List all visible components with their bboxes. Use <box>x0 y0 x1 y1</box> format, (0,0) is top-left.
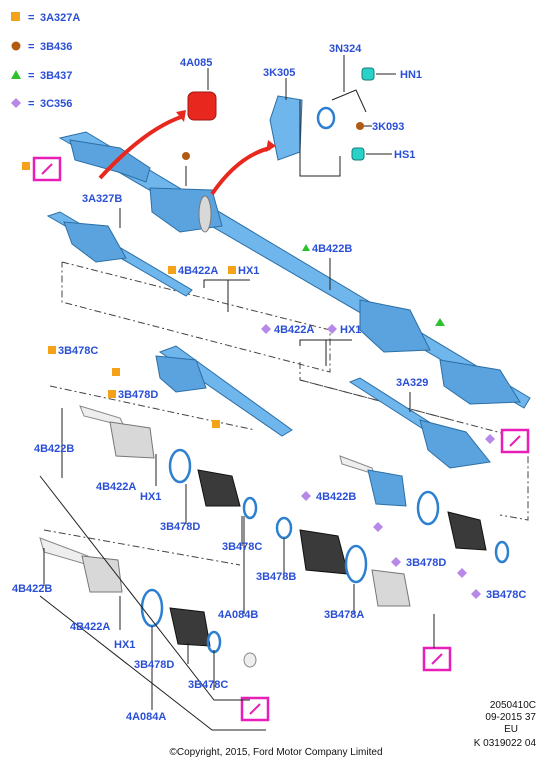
inner-joint-housing <box>439 359 521 405</box>
label-hs1: HS1 <box>394 149 415 161</box>
row-1-parts <box>79 405 411 607</box>
lh-outer-boot <box>63 221 127 263</box>
legend-diamond-sep: = <box>28 98 34 110</box>
intermediate-shaft <box>155 345 293 437</box>
label-3k093: 3K093 <box>372 121 404 133</box>
part-labels: 4A085 3N324 3K305 HN1 3K093 HS1 3A327B 4… <box>12 43 526 723</box>
outer-boot <box>69 139 151 183</box>
label-4b422b-r: 4B422B <box>316 491 356 503</box>
legend: = 3A327A = 3B436 = 3B437 = 3C356 <box>11 12 80 110</box>
legend-diamond-marker <box>11 98 21 108</box>
label-hx1-4: HX1 <box>114 639 135 651</box>
label-4b422a-1: 4B422A <box>178 265 218 277</box>
label-4b422b-top: 4B422B <box>312 243 352 255</box>
footer: 2050410C 09-2015 37 EU K 0319022 04 ©Cop… <box>169 700 536 758</box>
legend-code-3: 3B437 <box>40 70 72 82</box>
inner-boot <box>359 299 431 353</box>
legend-code-1: 3A327A <box>40 12 80 24</box>
legend-square-sep: = <box>28 12 34 24</box>
hub-bearing <box>187 91 217 121</box>
label-hx1-1: HX1 <box>238 265 259 277</box>
label-3b478c-2: 3B478C <box>222 541 262 553</box>
footer-region: EU <box>504 724 518 735</box>
footer-date: 09-2015 37 <box>485 712 536 723</box>
label-3b478b: 3B478B <box>256 571 296 583</box>
row-2-parts <box>39 537 257 668</box>
label-4b422a-4: 4B422A <box>70 621 110 633</box>
label-3b478d-1: 3B478D <box>118 389 158 401</box>
label-hx1-3: HX1 <box>140 491 161 503</box>
label-3b478d-3: 3B478D <box>406 557 446 569</box>
label-4b422b-l2: 4B422B <box>12 583 52 595</box>
explode-guides <box>43 261 529 566</box>
legend-triangle-marker <box>11 70 21 79</box>
bearing-ring <box>198 195 212 233</box>
hn1-bolt <box>361 67 375 81</box>
label-hn1: HN1 <box>400 69 422 81</box>
markers <box>22 122 495 599</box>
label-3b478c-3: 3B478C <box>486 589 526 601</box>
red-arrows <box>98 110 276 196</box>
label-4a084a: 4A084A <box>126 711 166 723</box>
label-4a084b: 4A084B <box>218 609 258 621</box>
label-4b422a-2: 4B422A <box>274 324 314 336</box>
hs1-bolt <box>351 147 365 161</box>
label-3b478c-4: 3B478C <box>188 679 228 691</box>
label-3k305: 3K305 <box>263 67 295 79</box>
footer-copyright: ©Copyright, 2015, Ford Motor Company Lim… <box>169 747 382 758</box>
label-4b422b-l1: 4B422B <box>34 443 74 455</box>
label-3b478d-4: 3B478D <box>134 659 174 671</box>
legend-circle-marker <box>11 41 21 51</box>
rh-short-shaft <box>348 377 491 469</box>
legend-code-4: 3C356 <box>40 98 72 110</box>
label-3b478c-1: 3B478C <box>58 345 98 357</box>
knuckle-assembly <box>187 67 375 177</box>
steering-knuckle <box>269 95 303 161</box>
leader-lines <box>39 55 435 731</box>
row-rh-parts <box>339 455 510 564</box>
callout-boxes <box>32 156 530 722</box>
label-4b422a-3: 4B422A <box>96 481 136 493</box>
label-3a329: 3A329 <box>396 377 428 389</box>
legend-circle-sep: = <box>28 41 34 53</box>
label-3n324: 3N324 <box>329 43 362 55</box>
label-3b478d-2: 3B478D <box>160 521 200 533</box>
legend-square-marker <box>11 12 20 21</box>
legend-triangle-sep: = <box>28 70 34 82</box>
legend-code-2: 3B436 <box>40 41 72 53</box>
label-3b478a: 3B478A <box>324 609 364 621</box>
label-3a327b: 3A327B <box>82 193 122 205</box>
label-hx1-2: HX1 <box>340 324 361 336</box>
label-4a085: 4A085 <box>180 57 212 69</box>
footer-code-1: 2050410C <box>490 700 536 711</box>
lh-driveshaft-assembly <box>46 211 193 297</box>
footer-code-2: K 0319022 04 <box>474 738 537 749</box>
rh-driveshaft-assembly <box>58 131 531 409</box>
